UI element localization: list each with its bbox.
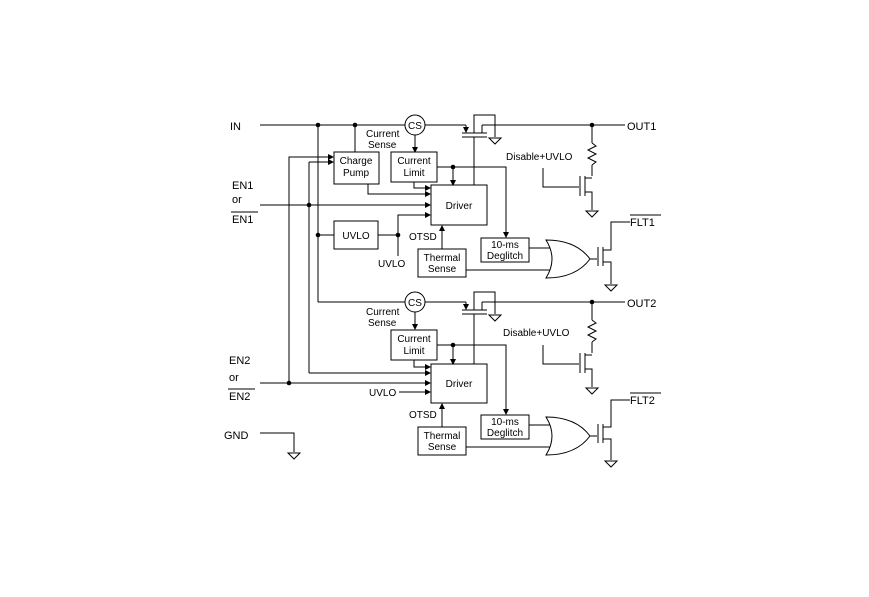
ch1-discharge-ground-symbol [584, 210, 600, 218]
pin-out2-label: OUT2 [627, 298, 656, 310]
pin-en2-or-label: or [229, 372, 239, 384]
ch1-or-gate [545, 239, 591, 279]
ch2-deglitch-box [480, 414, 530, 440]
ch1-current-limit-feedback-wire [437, 166, 456, 186]
ch1-limit-to-driver-wire [413, 182, 431, 191]
ch2-or-gate [545, 416, 591, 456]
ch1-current-sense-label-2: Sense [368, 140, 397, 151]
gnd-ground-symbol [286, 452, 302, 460]
ch2-discharge-fet-source [585, 368, 593, 387]
ch2-current-limit-label-1: Current [397, 334, 431, 345]
out2-resistor [586, 319, 598, 343]
cs1-label: CS [408, 121, 422, 132]
ch1-disable-gate-wire [542, 168, 579, 188]
pin-en1-or-label: or [232, 194, 242, 206]
ch2-driver-box [430, 363, 488, 404]
pin-out1-label: OUT1 [627, 121, 656, 133]
ch1-otsd-label: OTSD [409, 232, 437, 243]
ch2-current-sense-label-2: Sense [368, 318, 397, 329]
charge-pump-to-driver-wire [367, 184, 431, 197]
cs2-label: CS [408, 298, 422, 309]
ch2-disable-uvlo-label: Disable+UVLO [503, 328, 570, 339]
ch1-deglitch-box [480, 237, 530, 263]
ch2-discharge-ground-symbol [584, 387, 600, 395]
ch2-current-sense-label-1: Current [366, 307, 400, 318]
ch1-deglitch-label-1: 10-ms [491, 240, 519, 251]
ch2-current-limit-label-2: Limit [403, 346, 424, 357]
ch1-thermal-label-1: Thermal [424, 253, 461, 264]
ch2-deglitch-feed-wire [453, 344, 509, 415]
node-dot [315, 232, 321, 238]
ch1-flt-fet-drain-wire [603, 221, 630, 251]
charge-pump-label-1: Charge [340, 156, 373, 167]
ch1-current-sense-label-1: Current [366, 129, 400, 140]
ch2-thermal-sense-box [417, 426, 467, 456]
ch1-flt-fet-source-wire [603, 261, 612, 284]
ch1-deglitch-label-2: Deglitch [487, 251, 523, 262]
pin-flt2-label: FLT2 [630, 395, 655, 407]
ch1-thermal-label-2: Sense [428, 264, 457, 275]
ch2-thermal-label-2: Sense [428, 442, 457, 453]
pin-en1-bar-label: EN1 [232, 214, 253, 226]
fet1-body-wire [473, 114, 496, 137]
fet2-body-wire [473, 291, 496, 314]
ch1-disable-uvlo-label: Disable+UVLO [506, 152, 573, 163]
ch2-deglitch-label-2: Deglitch [487, 428, 523, 439]
ch1-current-limit-box [390, 151, 438, 183]
ch1-current-limit-label-1: Current [397, 156, 431, 167]
pin-flt1-label: FLT1 [630, 217, 655, 229]
ch2-current-limit-feedback-wire [437, 344, 456, 365]
ch2-driver-label: Driver [446, 379, 473, 390]
pin-en2-bar-label: EN2 [229, 391, 250, 403]
en2-to-charge-pump-wire [288, 154, 334, 383]
uvlo-to-driver-wire [378, 212, 431, 236]
pin-gnd-label: GND [224, 430, 249, 442]
ch2-limit-to-driver-wire [413, 360, 431, 370]
ch1-deglitch-feed-wire [453, 166, 509, 238]
out1-resistor [586, 142, 598, 166]
ch2-otsd-label: OTSD [409, 410, 437, 421]
ch2-flt-fet-source-wire [603, 438, 612, 460]
pin-en1-label: EN1 [232, 180, 253, 192]
ch1-flt-ground-symbol [603, 284, 619, 292]
charge-pump-label-2: Pump [343, 168, 370, 179]
ch1-driver-box [430, 184, 488, 226]
ch2-deglitch-label-1: 10-ms [491, 417, 519, 428]
charge-pump-box [333, 151, 380, 185]
ch1-driver-label: Driver [446, 201, 473, 212]
ch1-current-limit-label-2: Limit [403, 168, 424, 179]
ch2-uvlo-label: UVLO [369, 388, 396, 399]
ch1-uvlo-label: UVLO [378, 259, 405, 270]
ch1-discharge-fet-source [585, 191, 593, 210]
uvlo-box-label: UVLO [342, 231, 369, 242]
pin-en2-label: EN2 [229, 355, 250, 367]
ch2-disable-gate-wire [542, 345, 579, 365]
ch2-flt-fet-drain-wire [603, 399, 630, 428]
ch2-thermal-label-1: Thermal [424, 431, 461, 442]
pin-in-label: IN [230, 121, 241, 133]
gnd-wire [260, 432, 295, 452]
ch1-thermal-sense-box [417, 248, 467, 278]
ch2-flt-ground-symbol [603, 460, 619, 468]
fet2-ground-symbol [487, 314, 503, 322]
fet1-ground-symbol [487, 137, 503, 145]
